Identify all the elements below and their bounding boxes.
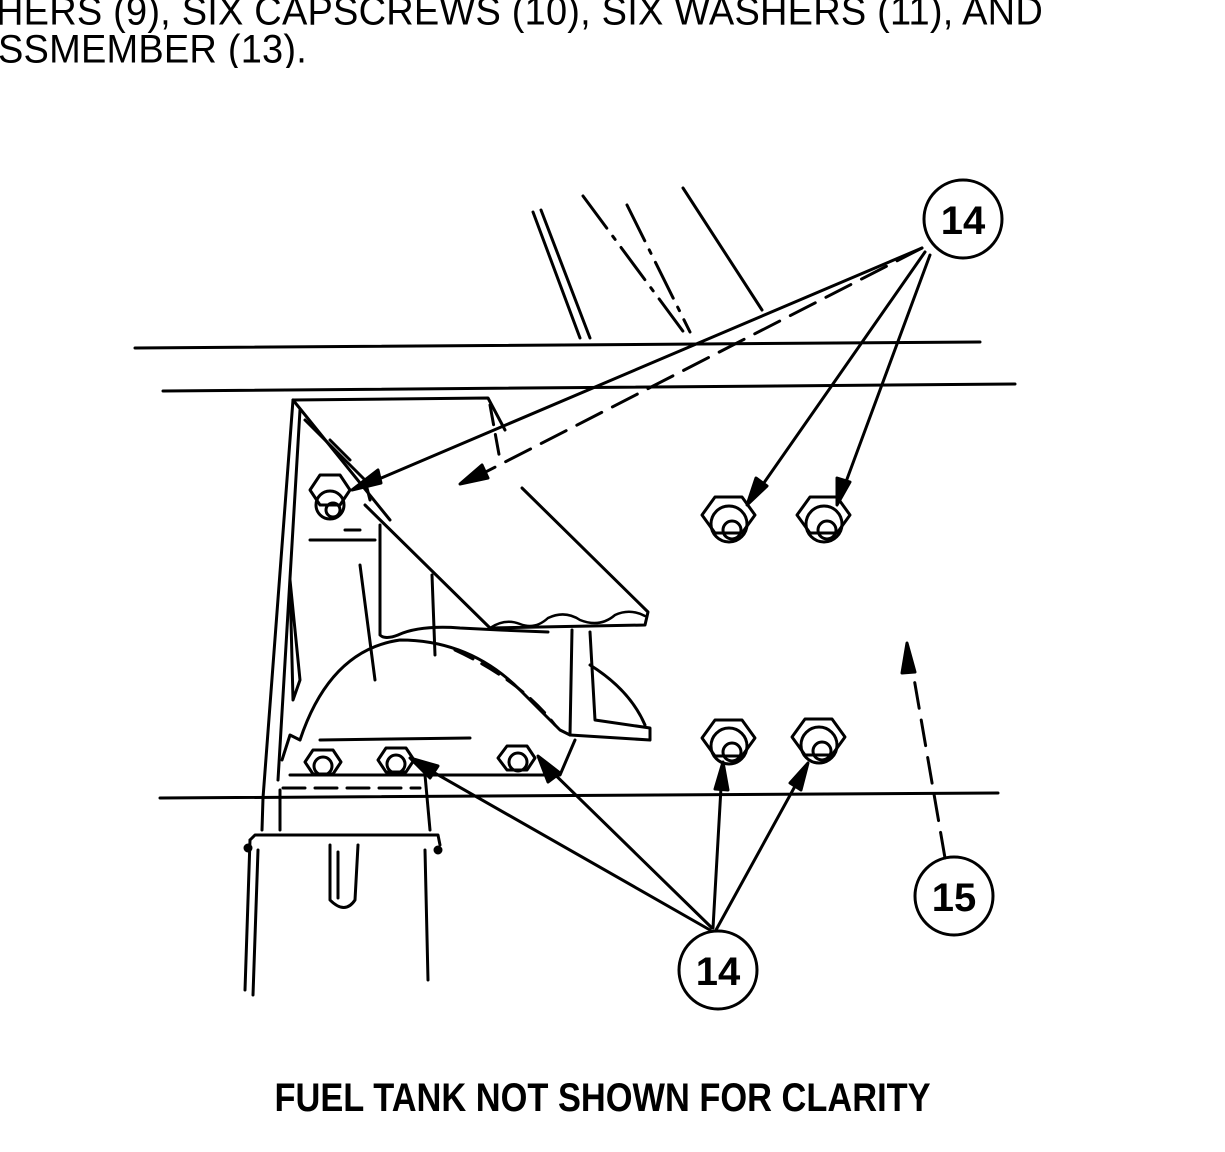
callout-circles: [677, 178, 1004, 1011]
locknut-bottom-1: [303, 748, 343, 777]
bracket-body: [243, 396, 652, 997]
locknut-upper-left: [308, 473, 352, 521]
figure-caption: FUEL TANK NOT SHOWN FOR CLARITY: [274, 1076, 931, 1120]
instruction-line-2: SSMEMBER (13).: [0, 27, 307, 68]
locknut-lower-mid: [700, 718, 757, 766]
frame-rail-lines: [133, 340, 1017, 800]
leader-lines-top: [350, 246, 932, 507]
callout-14-bottom: 14: [696, 950, 741, 994]
locknut-upper-mid: [700, 495, 757, 544]
upper-crossmember-lines: [531, 186, 764, 340]
locknut-lower-right: [790, 717, 847, 765]
instruction-line-1: HERS (9), SIX CAPSCREWS (10), SIX WASHER…: [0, 0, 1043, 34]
leader-line-15: [900, 641, 947, 860]
locknut-group: [303, 473, 852, 777]
callout-14-top: 14: [941, 199, 986, 243]
locknut-bottom-2: [376, 746, 416, 775]
locknut-bottom-3: [496, 744, 537, 773]
callout-15: 15: [932, 876, 977, 920]
leader-lines-bottom: [408, 754, 810, 932]
locknut-upper-right: [795, 495, 852, 544]
instruction-text: HERS (9), SIX CAPSCREWS (10), SIX WASHER…: [0, 0, 1225, 68]
